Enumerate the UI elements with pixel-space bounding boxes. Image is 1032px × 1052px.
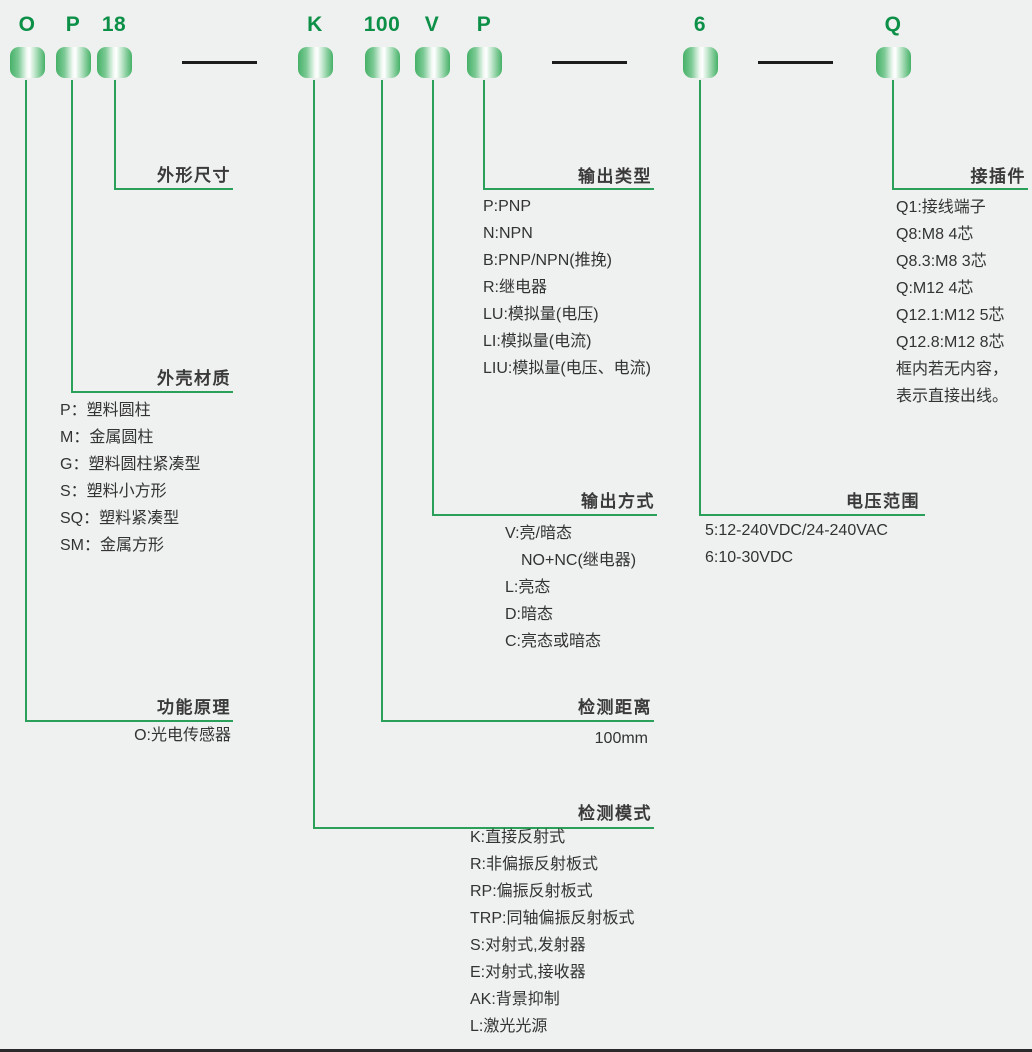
- section-title-connector: 接插件: [970, 167, 1026, 186]
- code-pill: [97, 47, 132, 78]
- list-item: M：金属圆柱: [60, 429, 154, 446]
- list-item: Q8:M8 4芯: [896, 226, 974, 243]
- list-item: R:继电器: [483, 279, 548, 296]
- dash-separator: [758, 61, 833, 64]
- list-item: Q12.8:M12 8芯: [896, 334, 1005, 351]
- option-list-housing: P：塑料圆柱 M：金属圆柱 G：塑料圆柱紧凑型 S：塑料小方形 SQ：塑料紧凑型 SM：金…: [60, 397, 200, 559]
- code-pill: [365, 47, 400, 78]
- list-item: O:光电传感器: [134, 727, 231, 744]
- code-char-distance: 100: [363, 13, 401, 36]
- option-list-distance: 100mm: [595, 725, 648, 752]
- list-item: G：塑料圆柱紧凑型: [60, 456, 201, 473]
- code-char-outtype: P: [476, 13, 492, 36]
- list-item: SQ：塑料紧凑型: [60, 510, 180, 527]
- list-item: V:亮/暗态: [505, 525, 572, 542]
- code-char-size: 18: [101, 13, 127, 36]
- connector-line-distance: [381, 80, 654, 722]
- bottom-border-line: [0, 1049, 1032, 1052]
- option-list-outmode: V:亮/暗态 NO+NC(继电器) L:亮态 D:暗态 C:亮态或暗态: [505, 520, 636, 655]
- option-list-connector: Q1:接线端子 Q8:M8 4芯 Q8.3:M8 3芯 Q:M12 4芯 Q12.1:M…: [896, 194, 1008, 410]
- list-item: L:亮态: [505, 579, 551, 596]
- list-item: D:暗态: [505, 606, 554, 623]
- code-pill: [467, 47, 502, 78]
- list-item: K:直接反射式: [470, 829, 566, 846]
- section-title-function: 功能原理: [157, 698, 231, 717]
- connector-line-mode: [313, 80, 654, 829]
- list-item: TRP:同轴偏振反射板式: [470, 910, 635, 927]
- list-item: 100mm: [594, 730, 648, 747]
- list-item: C:亮态或暗态: [505, 633, 602, 650]
- connector-line-function: [25, 80, 233, 722]
- connector-line-voltage: [699, 80, 925, 516]
- code-pill: [298, 47, 333, 78]
- list-item: Q8.3:M8 3芯: [896, 253, 987, 270]
- code-pill: [876, 47, 911, 78]
- option-list-function: O:光电传感器: [134, 722, 231, 749]
- connector-line-outmode: [432, 80, 657, 516]
- list-item: LI:模拟量(电流): [483, 333, 592, 350]
- section-title-housing: 外壳材质: [157, 369, 231, 388]
- section-title-outmode: 输出方式: [581, 492, 655, 511]
- connector-line-connector: [892, 80, 1028, 190]
- code-pill: [415, 47, 450, 78]
- code-char-housing: P: [65, 13, 81, 36]
- list-item: P：塑料圆柱: [60, 402, 151, 419]
- list-item: 6:10-30VDC: [705, 549, 794, 566]
- code-char-voltage: 6: [693, 13, 707, 36]
- list-item: LIU:模拟量(电压、电流): [483, 360, 652, 377]
- section-title-distance: 检测距离: [578, 698, 652, 717]
- list-item: Q12.1:M12 5芯: [896, 307, 1005, 324]
- code-char-mode: K: [307, 13, 323, 36]
- list-item: N:NPN: [483, 225, 533, 242]
- code-pill: [56, 47, 91, 78]
- connector-line-size: [114, 80, 233, 190]
- list-item: NO+NC(继电器): [505, 552, 637, 569]
- list-item: S：塑料小方形: [60, 483, 167, 500]
- option-list-outtype: P:PNP N:NPN B:PNP/NPN(推挽) R:继电器 LU:模拟量(电压) LI…: [483, 193, 651, 382]
- list-item: LU:模拟量(电压): [483, 306, 599, 323]
- list-item: L:激光光源: [470, 1018, 548, 1035]
- list-item: SM：金属方形: [60, 537, 165, 554]
- option-list-voltage: 5:12-240VDC/24-240VAC 6:10-30VDC: [705, 517, 888, 571]
- code-char-outmode: V: [424, 13, 440, 36]
- dash-separator: [182, 61, 257, 64]
- connector-line-housing: [71, 80, 233, 393]
- code-char-connector: Q: [884, 13, 902, 36]
- section-title-voltage: 电压范围: [846, 492, 920, 511]
- section-title-outtype: 输出类型: [578, 167, 652, 186]
- list-item: S:对射式,发射器: [470, 937, 586, 954]
- connector-line-outtype: [483, 80, 654, 190]
- option-list-mode: K:直接反射式 R:非偏振反射板式 RP:偏振反射板式 TRP:同轴偏振反射板式 S:对…: [470, 824, 634, 1040]
- list-item: Q1:接线端子: [896, 199, 986, 216]
- list-item: 表示直接出线。: [896, 388, 1009, 405]
- list-item: 框内若无内容，: [896, 361, 1009, 378]
- list-item: E:对射式,接收器: [470, 964, 586, 981]
- code-pill: [683, 47, 718, 78]
- section-title-mode: 检测模式: [578, 804, 652, 823]
- list-item: Q:M12 4芯: [896, 280, 974, 297]
- list-item: AK:背景抑制: [470, 991, 560, 1008]
- dash-separator: [552, 61, 627, 64]
- code-pill: [10, 47, 45, 78]
- list-item: 5:12-240VDC/24-240VAC: [705, 522, 888, 539]
- list-item: RP:偏振反射板式: [470, 883, 593, 900]
- list-item: R:非偏振反射板式: [470, 856, 599, 873]
- code-char-function: O: [18, 13, 36, 36]
- list-item: P:PNP: [483, 198, 532, 215]
- list-item: B:PNP/NPN(推挽): [483, 252, 612, 269]
- section-title-size: 外形尺寸: [157, 166, 231, 185]
